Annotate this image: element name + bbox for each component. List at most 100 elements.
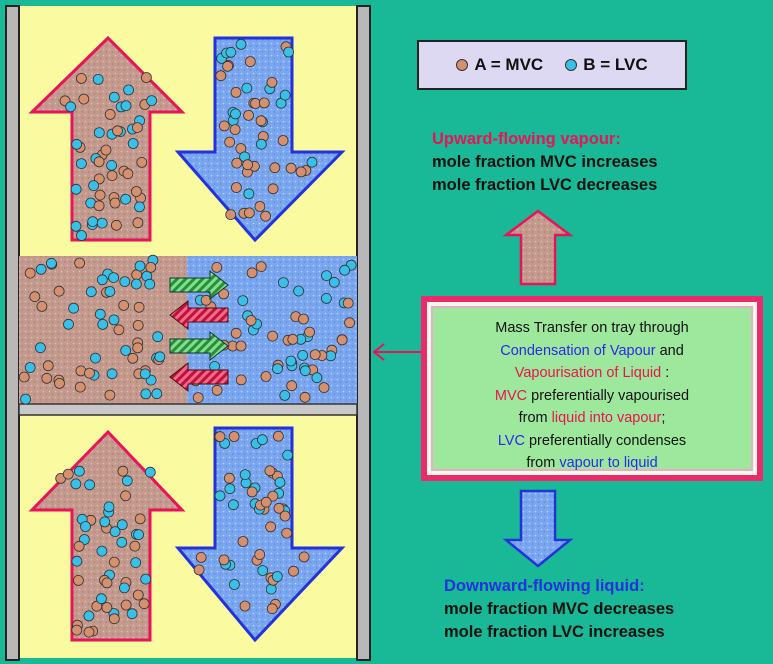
molecule [238, 296, 248, 306]
molecule [19, 372, 29, 382]
molecule [268, 184, 278, 194]
molecule [35, 343, 45, 353]
molecule [226, 210, 236, 220]
legend-label-mvc: A = MVC [474, 55, 543, 75]
molecule [94, 201, 104, 211]
molecule [109, 273, 119, 283]
molecule [69, 303, 79, 313]
liquid-description: Downward-flowing liquid: mole fraction M… [444, 575, 674, 644]
molecule [105, 287, 115, 297]
molecule [312, 373, 322, 383]
molecule [307, 157, 317, 167]
molecule [232, 158, 242, 168]
molecule [286, 163, 296, 173]
molecule [261, 372, 271, 382]
molecule [118, 466, 128, 476]
mt-line-6: LVC preferentially condenses [433, 430, 751, 453]
molecule [280, 90, 290, 100]
vapour-description: Upward-flowing vapour: mole fraction MVC… [432, 128, 658, 197]
molecule [102, 578, 112, 588]
molecule [98, 319, 108, 329]
molecule [261, 497, 271, 507]
molecule [310, 350, 320, 360]
molecule [134, 302, 144, 312]
mass-transfer-box: Mass Transfer on tray through Condensati… [421, 296, 763, 481]
molecule [121, 101, 131, 111]
molecule [97, 218, 107, 228]
molecule [194, 565, 204, 575]
molecule [146, 262, 156, 272]
molecule [225, 484, 235, 494]
molecule [231, 328, 241, 338]
molecule [85, 480, 95, 490]
molecule [75, 382, 85, 392]
molecule [133, 218, 143, 228]
molecule [231, 183, 241, 193]
molecule [226, 47, 236, 57]
molecule [72, 625, 82, 635]
molecule [46, 258, 56, 268]
tray-plate [19, 404, 357, 415]
molecule [224, 473, 234, 483]
molecule [124, 85, 134, 95]
molecule [77, 231, 87, 241]
mt-line-4: MVC preferentially vapourised [433, 385, 751, 408]
molecule [42, 373, 52, 383]
molecule [240, 470, 250, 480]
molecule [133, 343, 143, 353]
molecule [109, 614, 119, 624]
molecule [74, 466, 84, 476]
molecule [119, 300, 129, 310]
molecule [133, 590, 143, 600]
molecule [109, 92, 119, 102]
molecule [76, 73, 86, 83]
molecule [95, 309, 105, 319]
molecule [121, 194, 131, 204]
molecule [104, 502, 114, 512]
molecule [107, 369, 117, 379]
molecule [283, 450, 293, 460]
molecule [193, 393, 203, 403]
molecule [244, 189, 254, 199]
molecule [140, 369, 150, 379]
molecule [223, 61, 233, 71]
molecule [337, 335, 347, 345]
molecule [139, 599, 149, 609]
molecule [236, 375, 246, 385]
molecule [107, 171, 117, 181]
molecule [266, 584, 276, 594]
molecule [97, 546, 107, 556]
molecule [111, 220, 121, 230]
molecule [93, 74, 103, 84]
molecule [245, 57, 255, 67]
molecule [76, 159, 86, 169]
molecule [135, 514, 145, 524]
molecule [287, 381, 297, 391]
molecule [71, 221, 81, 231]
molecule [74, 541, 84, 551]
molecule [152, 389, 162, 399]
molecule [102, 603, 112, 613]
molecule [267, 604, 277, 614]
molecule [258, 566, 268, 576]
molecule [273, 364, 283, 374]
molecule [153, 332, 163, 342]
legend-item-lvc: B = LVC [565, 55, 647, 75]
molecule [242, 83, 252, 93]
legend: A = MVC B = LVC [417, 40, 687, 90]
liquid-line-lvc: mole fraction LVC increases [444, 621, 674, 644]
molecule [289, 566, 299, 576]
molecule [135, 261, 145, 271]
molecule [300, 366, 310, 376]
molecule [300, 392, 310, 402]
molecule [256, 116, 266, 126]
mt-line-5: from liquid into vapour; [433, 407, 751, 430]
molecule [219, 121, 229, 131]
molecule [212, 262, 222, 272]
molecule [278, 136, 288, 146]
molecule [96, 594, 106, 604]
molecule [288, 334, 298, 344]
molecule [299, 552, 309, 562]
molecule [134, 530, 144, 540]
molecule [216, 71, 226, 81]
